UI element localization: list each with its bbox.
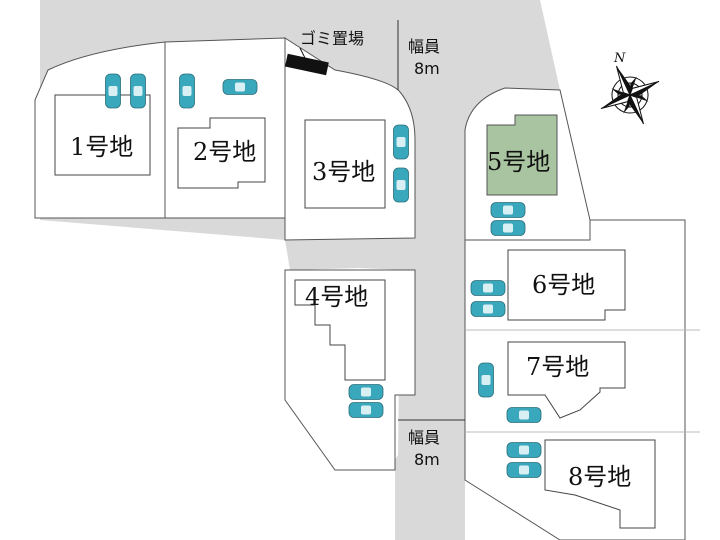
road-width-label-bottom: 幅員 [408, 428, 440, 447]
lot-8-building [544, 439, 656, 529]
lot-7-building [507, 341, 626, 419]
lot-5-building [486, 114, 558, 196]
car-icon [490, 220, 526, 236]
lot-4-building [294, 279, 386, 381]
car-icon [348, 402, 384, 418]
road-width-label-top: 幅員 [408, 37, 440, 56]
car-icon [506, 407, 542, 423]
road-width-value-top: 8m [414, 59, 440, 78]
lot-8-label: 8号地 [568, 463, 631, 491]
lot-6-label: 6号地 [532, 271, 595, 299]
car-icon [478, 362, 494, 398]
car-icon [130, 73, 146, 109]
garbage-leader-line [299, 47, 306, 59]
lot-7-label: 7号地 [526, 353, 589, 381]
road-width-value-bottom: 8m [414, 450, 440, 469]
compass-north-label: N [613, 51, 626, 66]
lot-2-building [177, 117, 266, 189]
parking-cars [105, 73, 542, 478]
compass-rose [600, 65, 660, 125]
car-icon [470, 301, 506, 317]
lot-6-building [507, 249, 626, 321]
car-icon [506, 442, 542, 458]
lot-3-label: 3号地 [312, 158, 375, 186]
car-icon [348, 384, 384, 400]
car-icon [393, 167, 409, 203]
car-icon [105, 73, 121, 109]
car-icon [490, 202, 526, 218]
lot-2-label: 2号地 [193, 138, 256, 166]
car-icon [506, 462, 542, 478]
car-icon [222, 79, 258, 95]
garbage-area [285, 53, 329, 76]
car-icon [393, 124, 409, 160]
lot-3-building [304, 119, 386, 209]
lot-5-label: 5号地 [487, 148, 550, 176]
car-icon [179, 73, 195, 109]
lot-4-label: 4号地 [305, 283, 368, 311]
garbage-label: ゴミ置場 [300, 29, 364, 48]
lot-1-label: 1号地 [70, 133, 133, 161]
car-icon [470, 280, 506, 296]
